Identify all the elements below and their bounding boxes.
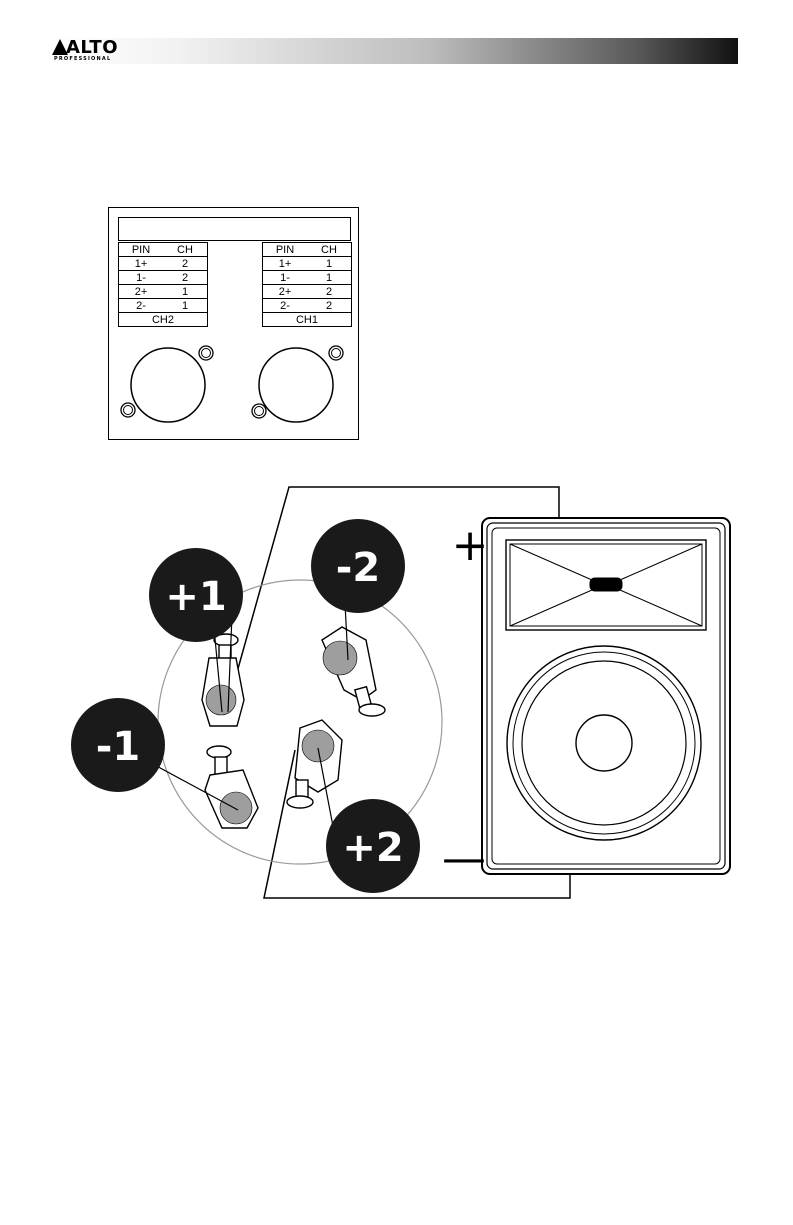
- tweeter-horn: [506, 540, 706, 630]
- badge-minus1: -1: [71, 698, 165, 792]
- pin-minus1-contact: [205, 746, 258, 828]
- speaker-cabinet: [482, 518, 730, 874]
- minus-polarity-sign: —: [442, 833, 486, 884]
- pin-minus2-contact: [322, 627, 385, 716]
- pin-plus1-contact: [202, 634, 244, 726]
- badge-plus2: +2: [326, 799, 420, 893]
- badge-plus2-label: +2: [342, 825, 403, 871]
- woofer-cone: [507, 646, 701, 840]
- badge-minus2-label: -2: [336, 545, 380, 591]
- badge-plus1-label: +1: [165, 574, 226, 620]
- badge-minus2: -2: [311, 519, 405, 613]
- badge-plus1: +1: [149, 548, 243, 642]
- badge-minus1-label: -1: [96, 724, 140, 770]
- pin-plus2-contact: [287, 720, 342, 808]
